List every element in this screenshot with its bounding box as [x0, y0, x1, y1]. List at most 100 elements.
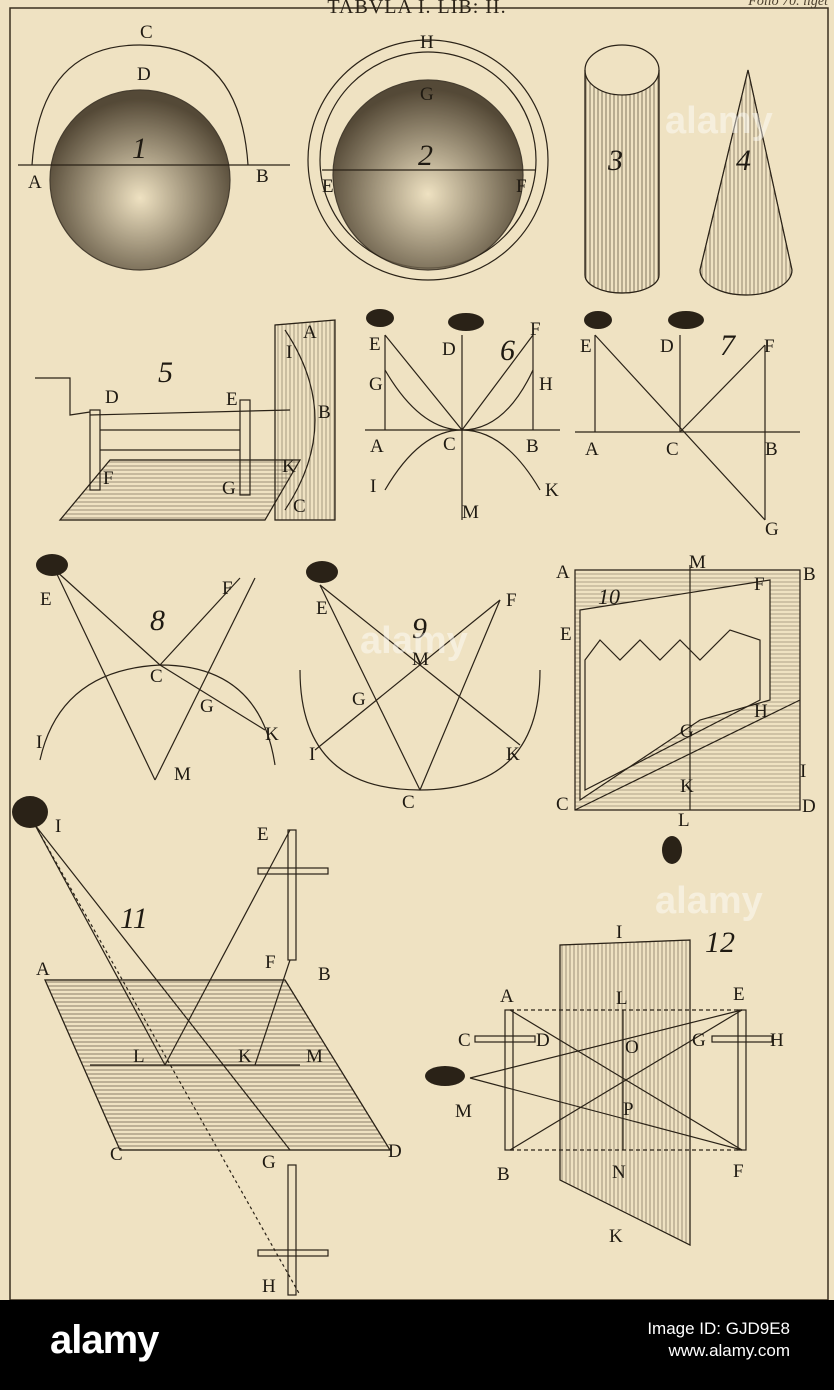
- svg-text:K: K: [545, 480, 559, 501]
- watermark: alamy: [665, 100, 773, 142]
- engraved-plate: 1 2 3 4 5 6 7 8 9 10 11 12 C D A B H G E…: [0, 0, 834, 1300]
- svg-text:C: C: [458, 1030, 471, 1051]
- figure-5: [35, 319, 336, 521]
- figure-2: [307, 39, 549, 281]
- svg-text:G: G: [765, 519, 779, 540]
- svg-text:I: I: [55, 816, 61, 837]
- figure-labels: C D A B H G E F D E A I B K F G C E D F …: [28, 22, 816, 1297]
- svg-text:M: M: [412, 649, 429, 670]
- svg-text:I: I: [286, 342, 292, 363]
- svg-text:H: H: [539, 374, 553, 395]
- svg-text:C: C: [150, 666, 163, 687]
- svg-text:M: M: [689, 552, 706, 573]
- svg-text:E: E: [733, 984, 745, 1005]
- svg-text:A: A: [500, 986, 514, 1007]
- svg-text:E: E: [40, 589, 52, 610]
- svg-text:F: F: [516, 176, 527, 197]
- svg-text:6: 6: [500, 334, 515, 367]
- plate-corner-note: Folio 70. ilget: [748, 0, 828, 9]
- svg-text:H: H: [262, 1276, 276, 1297]
- svg-text:I: I: [309, 744, 315, 765]
- figure-4: [699, 69, 793, 296]
- plate-border: [9, 7, 829, 1300]
- svg-text:D: D: [442, 339, 456, 360]
- svg-text:G: G: [262, 1152, 276, 1173]
- svg-text:L: L: [678, 810, 690, 831]
- figure-11: [34, 824, 392, 1296]
- svg-text:B: B: [256, 166, 269, 187]
- svg-text:M: M: [455, 1101, 472, 1122]
- svg-text:G: G: [352, 689, 366, 710]
- svg-text:I: I: [616, 922, 622, 943]
- svg-text:F: F: [103, 468, 114, 489]
- figure-9: [299, 584, 541, 791]
- svg-text:E: E: [257, 824, 269, 845]
- svg-text:K: K: [609, 1226, 623, 1247]
- svg-text:G: G: [692, 1030, 706, 1051]
- svg-text:D: D: [105, 387, 119, 408]
- svg-text:K: K: [680, 776, 694, 797]
- svg-text:4: 4: [736, 144, 751, 177]
- site-line: www.alamy.com: [668, 1341, 790, 1360]
- svg-text:F: F: [754, 574, 765, 595]
- figure-numbers: 1 2 3 4 5 6 7 8 9 10 11 12: [120, 132, 751, 959]
- svg-text:11: 11: [120, 902, 148, 935]
- svg-text:E: E: [226, 389, 238, 410]
- svg-text:D: D: [388, 1141, 402, 1162]
- svg-text:A: A: [370, 436, 384, 457]
- svg-text:H: H: [770, 1030, 784, 1051]
- svg-text:C: C: [556, 794, 569, 815]
- svg-text:B: B: [526, 436, 539, 457]
- svg-text:K: K: [506, 744, 520, 765]
- figure-6: [365, 334, 560, 520]
- figure-3: [584, 44, 660, 294]
- svg-text:M: M: [174, 764, 191, 785]
- svg-text:G: G: [200, 696, 214, 717]
- plate-engraving: 1 2 3 4 5 6 7 8 9 10 11 12 C D A B H G E…: [9, 7, 829, 1300]
- stock-footer: [0, 1300, 834, 1390]
- svg-text:K: K: [282, 456, 296, 477]
- figure-7: [575, 334, 800, 521]
- figure-10: [574, 565, 801, 811]
- svg-text:A: A: [556, 562, 570, 583]
- svg-text:E: E: [560, 624, 572, 645]
- svg-text:A: A: [585, 439, 599, 460]
- svg-text:8: 8: [150, 604, 165, 637]
- svg-text:2: 2: [418, 139, 433, 172]
- eye-icon: [12, 309, 704, 1086]
- svg-text:C: C: [293, 496, 306, 517]
- plate-title: TABVLA I. LIB: II.: [327, 0, 507, 18]
- svg-text:C: C: [110, 1144, 123, 1165]
- svg-text:7: 7: [720, 329, 737, 362]
- image-id-line: Image ID: GJD9E8: [647, 1319, 790, 1338]
- figure-8: [39, 569, 276, 781]
- svg-text:H: H: [420, 32, 434, 53]
- svg-text:K: K: [238, 1046, 252, 1067]
- svg-text:L: L: [133, 1046, 145, 1067]
- svg-text:A: A: [28, 172, 42, 193]
- svg-text:1: 1: [132, 132, 147, 165]
- svg-text:C: C: [666, 439, 679, 460]
- svg-text:L: L: [616, 988, 628, 1009]
- svg-text:C: C: [443, 434, 456, 455]
- svg-text:3: 3: [607, 144, 623, 177]
- svg-text:F: F: [222, 578, 233, 599]
- svg-text:G: G: [420, 84, 434, 105]
- svg-text:F: F: [506, 590, 517, 611]
- svg-text:F: F: [733, 1161, 744, 1182]
- svg-text:F: F: [265, 952, 276, 973]
- svg-text:E: E: [316, 598, 328, 619]
- watermark: alamy: [655, 880, 763, 922]
- stock-image-id: Image ID: GJD9E8 www.alamy.com: [647, 1318, 790, 1362]
- svg-text:B: B: [803, 564, 816, 585]
- svg-text:E: E: [580, 336, 592, 357]
- svg-text:I: I: [370, 476, 376, 497]
- svg-text:9: 9: [412, 612, 427, 645]
- svg-text:B: B: [318, 402, 331, 423]
- svg-text:C: C: [140, 22, 153, 43]
- svg-text:A: A: [36, 959, 50, 980]
- svg-text:G: G: [369, 374, 383, 395]
- svg-text:H: H: [754, 701, 768, 722]
- svg-text:K: K: [265, 724, 279, 745]
- svg-text:B: B: [765, 439, 778, 460]
